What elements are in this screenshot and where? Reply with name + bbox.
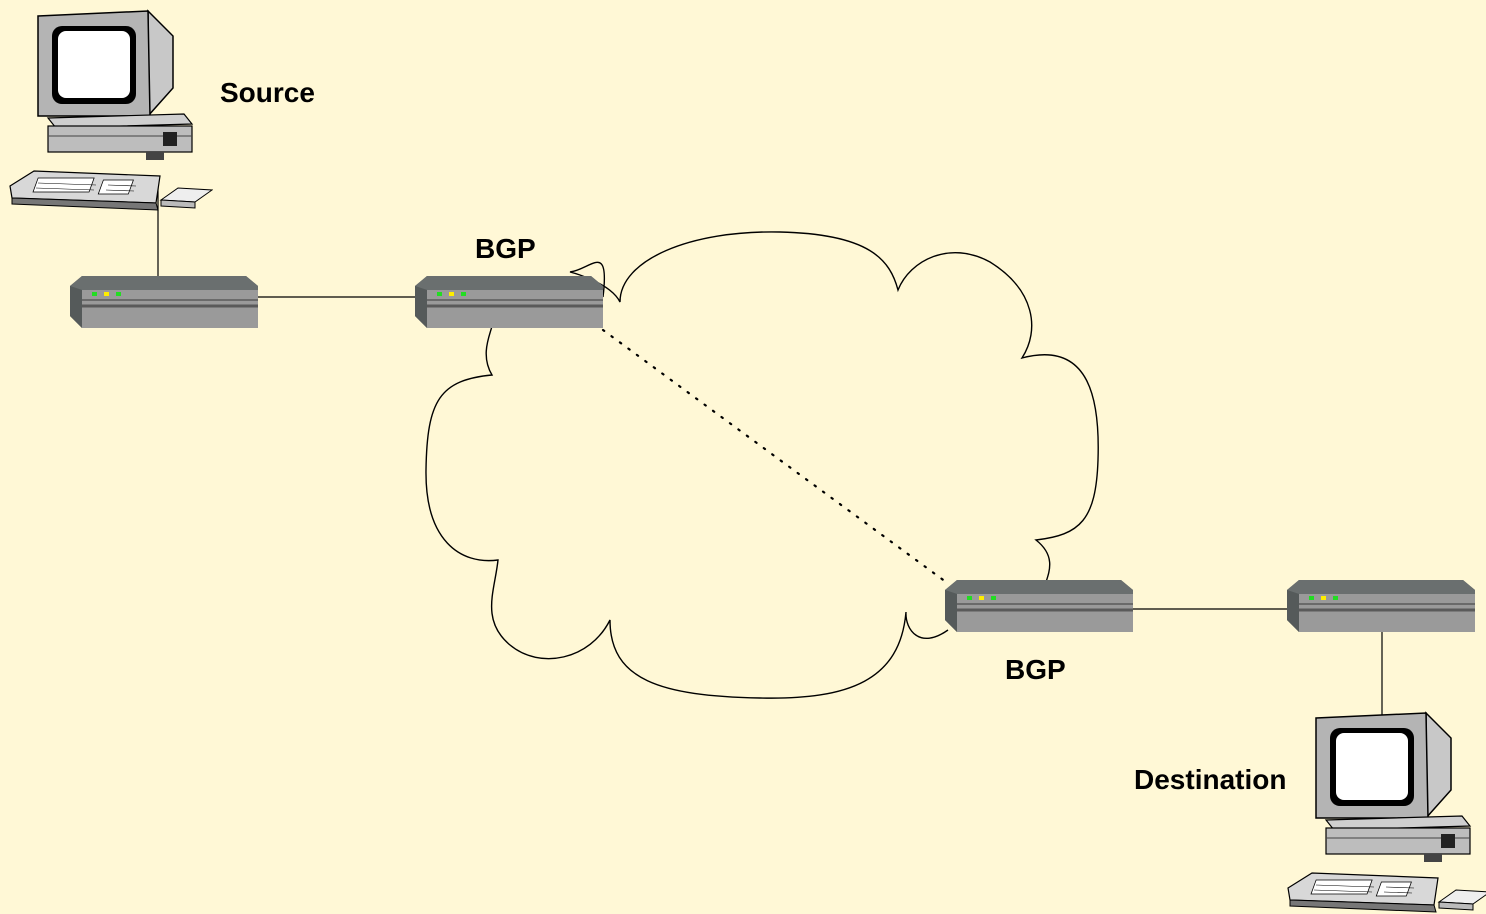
cloud-icon — [425, 231, 1099, 699]
bgp-router-2-label: BGP — [1005, 654, 1066, 685]
destination-label: Destination — [1134, 764, 1286, 795]
source-edge-router-icon — [70, 276, 258, 328]
bgp-router-1-label: BGP — [475, 233, 536, 264]
bgp-router-2-icon — [945, 580, 1133, 632]
source-computer-icon — [9, 10, 213, 211]
source-label: Source — [220, 77, 315, 108]
destination-computer-icon — [1287, 712, 1486, 913]
bgp-router-1-icon — [415, 276, 603, 328]
destination-edge-router-icon — [1287, 580, 1475, 632]
bgp-session-link — [601, 328, 948, 584]
